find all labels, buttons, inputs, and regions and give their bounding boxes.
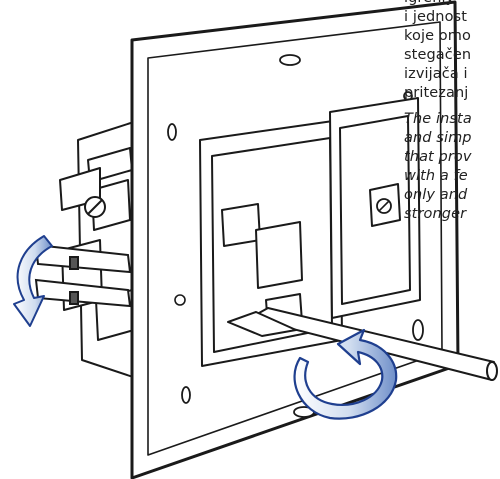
text-line-en: that prov (404, 149, 472, 165)
text-line-hr: igrenjy (404, 0, 500, 8)
text-line-hr: koje omo (404, 28, 471, 44)
instruction-text-column: igrenjy i jednost koje omo stegačen izvi… (404, 0, 500, 224)
text-line-hr: i jednost (404, 9, 467, 25)
screwdriver-rotation-arrow-icon (293, 328, 398, 420)
text-line-en: only and (404, 187, 468, 203)
text-line-hr: pritezanj (404, 85, 469, 101)
text-line-hr: stegačen (404, 47, 472, 63)
text-line-en: and simp (404, 130, 472, 146)
text-line-en: The insta (404, 111, 472, 127)
text-line-en: stronger (404, 206, 467, 222)
switch-mechanism (199, 97, 421, 367)
frame-screw-icon (84, 196, 106, 218)
text-line-en: with a fe (404, 168, 468, 184)
claw-direction-arrow-icon (13, 235, 53, 327)
text-line-hr: izvijača i (404, 66, 468, 82)
adjustment-screw-icon (174, 198, 392, 306)
paragraph-gap (404, 103, 500, 110)
plate-mounting-holes (167, 54, 424, 418)
